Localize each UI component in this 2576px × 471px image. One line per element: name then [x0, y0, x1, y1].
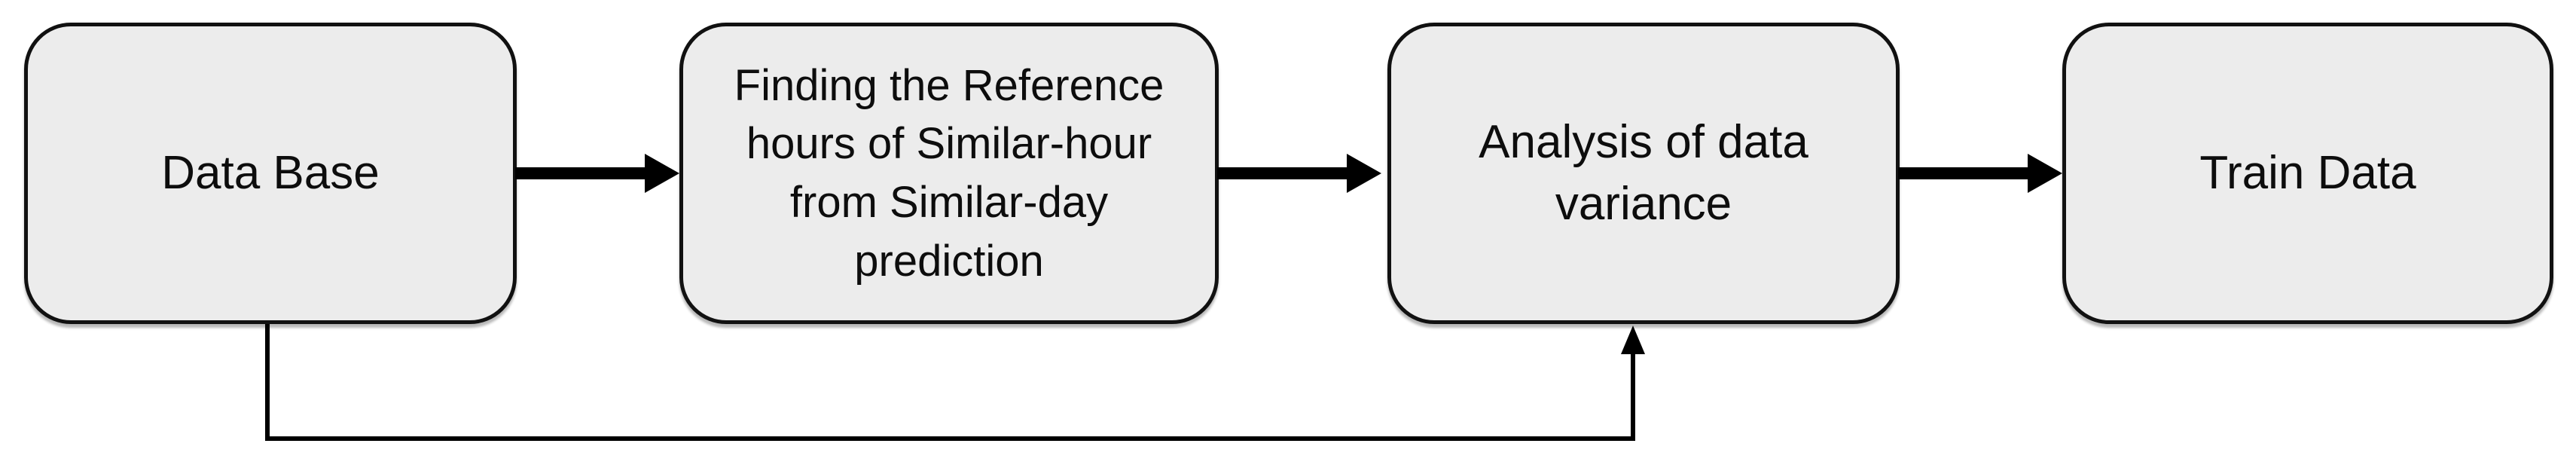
node-analysis-of-data-variance: Analysis of data variance — [1387, 23, 1900, 324]
node-label: Data Base — [161, 147, 380, 200]
node-label-line: Analysis of data — [1479, 116, 1808, 169]
node-label-line: from Similar-day — [789, 178, 1109, 227]
feedback-elbow-arrow-icon — [265, 324, 1645, 441]
flow-arrow-right-icon — [1898, 154, 2062, 193]
node-train-data: Train Data — [2062, 23, 2553, 324]
node-finding-reference-hours: Finding the Reference hours of Similar-h… — [679, 23, 1219, 324]
node-label-line: prediction — [854, 236, 1044, 286]
node-label-line: hours of Similar-hour — [746, 119, 1152, 169]
node-label-line: Finding the Reference — [734, 60, 1164, 110]
node-label-line: variance — [1555, 178, 1732, 230]
flow-arrow-right-icon — [515, 154, 679, 193]
node-data-base: Data Base — [24, 23, 517, 324]
flow-arrow-right-icon — [1217, 154, 1381, 193]
node-label: Train Data — [2199, 147, 2416, 200]
